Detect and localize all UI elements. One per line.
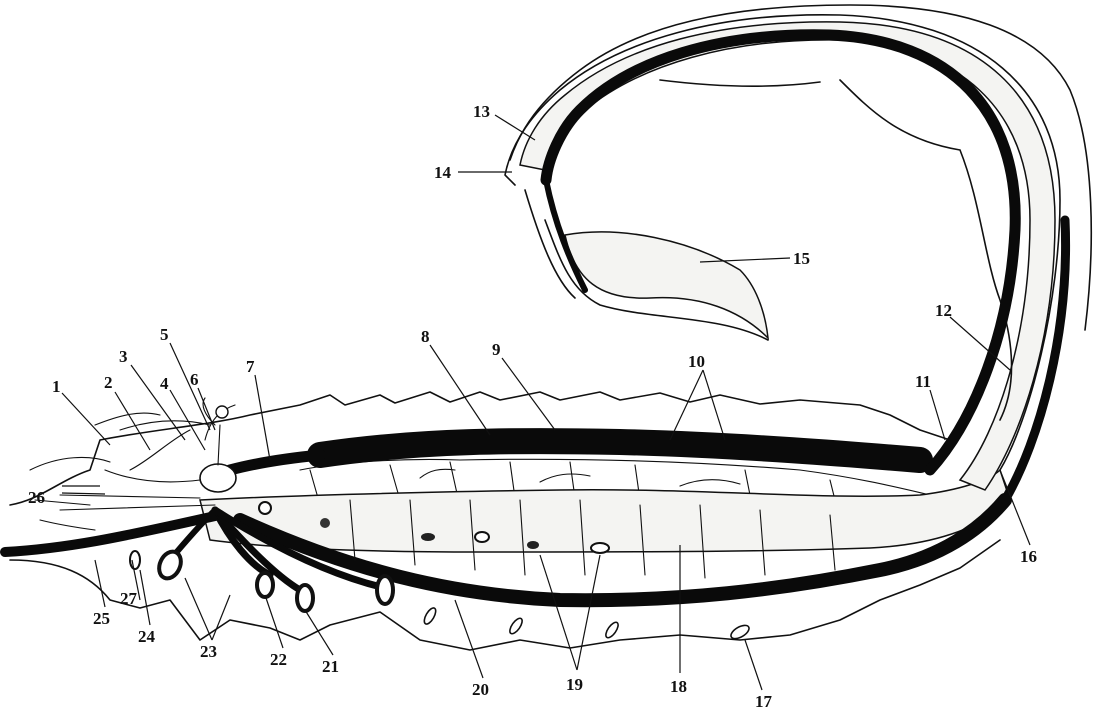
- label-7: 7: [246, 357, 255, 376]
- label-25: 25: [93, 609, 110, 628]
- label-15: 15: [793, 249, 810, 268]
- label-5: 5: [160, 325, 169, 344]
- label-10: 10: [688, 352, 705, 371]
- label-17: 17: [755, 692, 773, 711]
- label-20: 20: [472, 680, 489, 699]
- label-9: 9: [492, 340, 501, 359]
- label-24: 24: [138, 627, 156, 646]
- label-21: 21: [322, 657, 339, 676]
- label-23: 23: [200, 642, 217, 661]
- label-1: 1: [52, 377, 61, 396]
- label-13: 13: [473, 102, 490, 121]
- label-19: 19: [566, 675, 583, 694]
- label-12: 12: [935, 301, 952, 320]
- label-11: 11: [915, 372, 931, 391]
- label-27: 27: [120, 589, 138, 608]
- spinal-cord-trunk: [200, 470, 1010, 552]
- label-14: 14: [434, 163, 452, 182]
- label-8: 8: [421, 327, 430, 346]
- label-18: 18: [670, 677, 687, 696]
- label-4: 4: [160, 374, 169, 393]
- tail-section: [505, 5, 1091, 490]
- label-16: 16: [1020, 547, 1037, 566]
- label-6: 6: [190, 370, 199, 389]
- label-22: 22: [270, 650, 287, 669]
- label-2: 2: [104, 373, 113, 392]
- label-26: 26: [28, 488, 45, 507]
- label-3: 3: [119, 347, 128, 366]
